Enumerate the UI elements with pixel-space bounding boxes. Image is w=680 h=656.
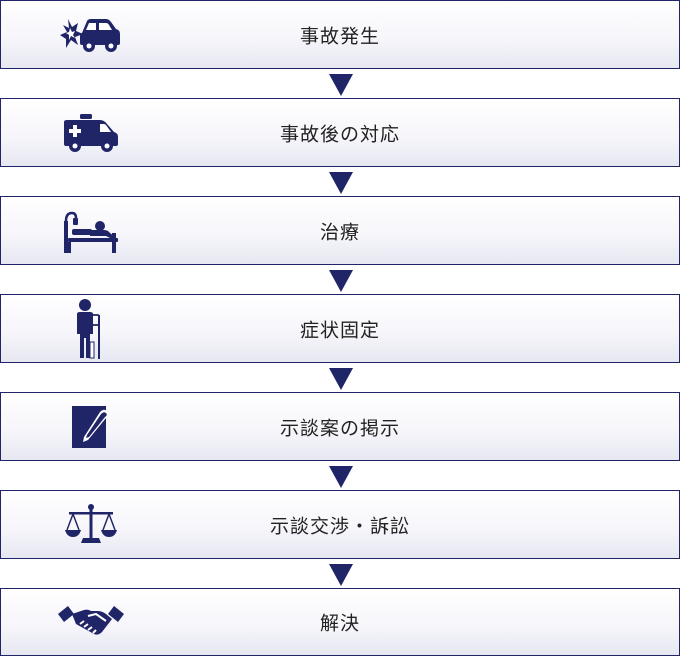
scales-icon <box>57 502 125 548</box>
ambulance-icon <box>57 110 125 156</box>
step-proposal: 示談案の掲示 <box>0 392 680 461</box>
step-label: 示談案の掲示 <box>279 417 400 439</box>
step-label: 事故発生 <box>299 25 380 47</box>
step-label: 事故後の対応 <box>279 123 400 145</box>
step-accident: 事故発生 <box>0 0 680 69</box>
step-treatment: 治療 <box>0 196 680 265</box>
down-arrow-icon <box>329 172 353 194</box>
car-crash-icon <box>57 12 125 58</box>
down-arrow-icon <box>329 466 353 488</box>
step-response: 事故後の対応 <box>0 98 680 167</box>
hospital-bed-icon <box>57 208 125 254</box>
step-symptom-fixed: 症状固定 <box>0 294 680 363</box>
step-label: 示談交渉・訴訟 <box>269 515 410 537</box>
step-resolution: 解決 <box>0 588 680 656</box>
down-arrow-icon <box>329 270 353 292</box>
handshake-icon <box>57 599 125 645</box>
step-label: 解決 <box>319 612 360 635</box>
step-label: 症状固定 <box>299 319 380 341</box>
document-pen-icon <box>57 404 125 450</box>
step-negotiation: 示談交渉・訴訟 <box>0 490 680 559</box>
down-arrow-icon <box>329 368 353 390</box>
down-arrow-icon <box>329 564 353 586</box>
down-arrow-icon <box>329 74 353 96</box>
patient-iv-icon <box>57 298 125 359</box>
step-label: 治療 <box>319 221 360 243</box>
